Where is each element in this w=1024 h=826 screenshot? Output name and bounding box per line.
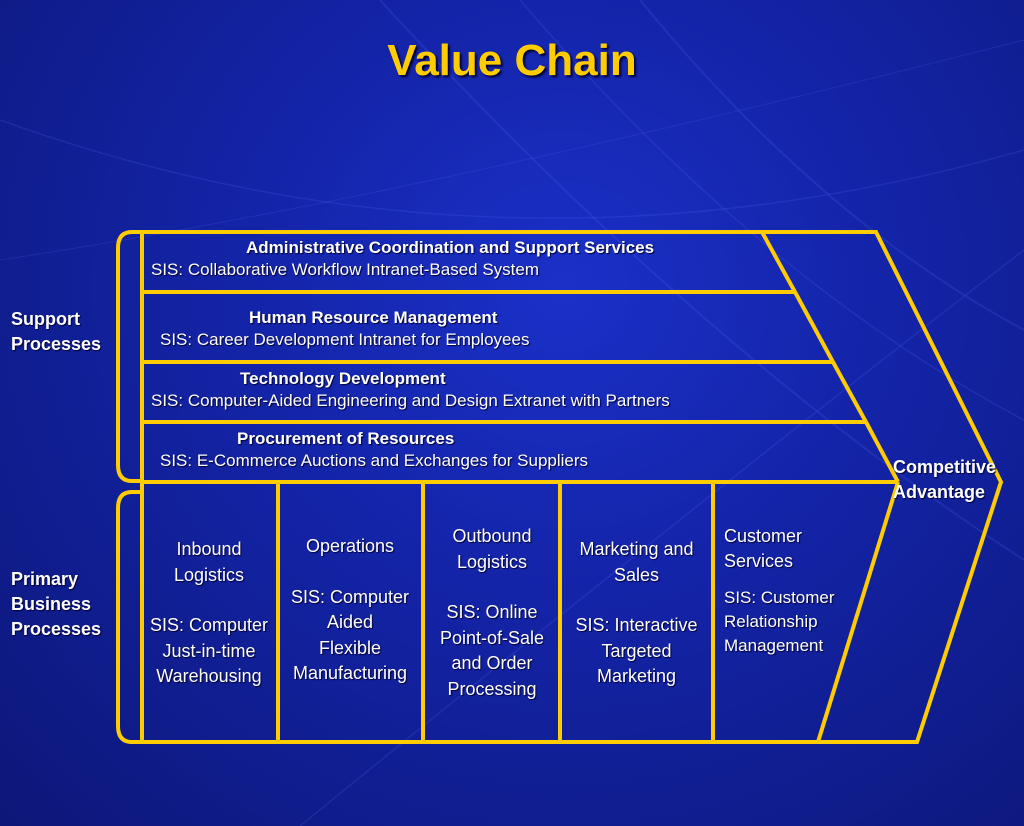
competitive-advantage-label: Competitive Advantage	[893, 457, 997, 502]
support-activity-technology: Technology Development SIS: Computer-Aid…	[142, 368, 670, 412]
primary-bracket	[116, 490, 142, 744]
chain-arrow-outline	[140, 230, 1004, 744]
support-activity-sis: SIS: Computer-Aided Engineering and Desi…	[151, 391, 670, 410]
primary-activity-operations: Operations SIS: Computer Aided Flexible …	[276, 534, 424, 687]
support-activity-procurement: Procurement of Resources SIS: E-Commerce…	[142, 428, 588, 472]
support-activity-sis: SIS: Collaborative Workflow Intranet-Bas…	[151, 260, 540, 279]
primary-activity-title: Operations	[305, 536, 395, 556]
support-activity-title: Human Resource Management	[249, 308, 498, 327]
primary-activity-sis: SIS: Computer Just-in-time Warehousing	[149, 615, 269, 686]
primary-activity-title: Customer Services	[724, 526, 803, 571]
primary-activity-sis: SIS: Computer Aided Flexible Manufacturi…	[290, 586, 410, 684]
primary-activity-sis: SIS: Interactive Targeted Marketing	[575, 615, 698, 686]
support-activity-title: Technology Development	[240, 369, 446, 388]
primary-activity-customer-services: Customer Services SIS: Customer Relation…	[724, 524, 835, 658]
support-activity-sis: SIS: E-Commerce Auctions and Exchanges f…	[160, 451, 589, 470]
primary-activity-title: Inbound Logistics	[173, 539, 245, 585]
primary-activity-title: Marketing and Sales	[579, 539, 694, 585]
primary-activity-marketing-sales: Marketing and Sales SIS: Interactive Tar…	[560, 537, 713, 690]
page-title: Value Chain	[387, 36, 637, 85]
support-activity-admin: Administrative Coordination and Support …	[142, 237, 654, 281]
support-activity-title: Administrative Coordination and Support …	[246, 238, 655, 257]
support-activity-title: Procurement of Resources	[237, 429, 455, 448]
primary-activity-sis: SIS: Online Point-of-Sale and Order Proc…	[439, 602, 545, 699]
primary-activity-sis: SIS: Customer Relationship Management	[724, 588, 835, 655]
primary-activity-outbound-logistics: Outbound Logistics SIS: Online Point-of-…	[424, 524, 560, 702]
support-activity-sis: SIS: Career Development Intranet for Emp…	[160, 330, 530, 349]
primary-processes-label: Primary Business Processes	[11, 569, 102, 639]
support-processes-label: Support Processes	[11, 309, 102, 354]
primary-activity-title: Outbound Logistics	[452, 526, 532, 572]
primary-activity-inbound-logistics: Inbound Logistics SIS: Computer Just-in-…	[136, 537, 282, 690]
support-bracket	[116, 230, 142, 483]
support-activity-hr: Human Resource Management SIS: Career De…	[142, 307, 529, 351]
